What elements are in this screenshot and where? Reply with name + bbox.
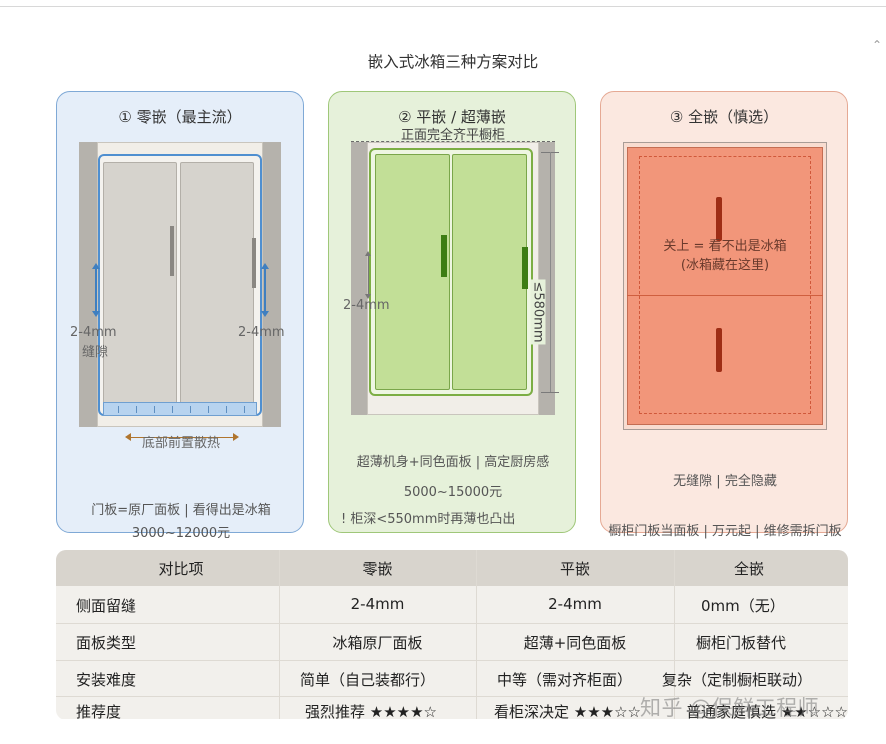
chevron-up-icon[interactable]: ⌃ bbox=[871, 38, 882, 52]
panel-price: 3000~12000元 bbox=[131, 526, 231, 541]
table-row-label: 安装难度 bbox=[76, 671, 137, 689]
door-handle bbox=[170, 226, 174, 276]
column-divider bbox=[279, 550, 280, 720]
panel-title: ③ 全嵌（慎选） bbox=[669, 108, 779, 126]
comparison-table: 对比项 零嵌 平嵌 全嵌 侧面留缝 2-4mm 2-4mm 0mm（无） 面板类… bbox=[56, 550, 848, 720]
row-divider bbox=[56, 696, 848, 697]
cabinet-handle-bottom bbox=[716, 328, 722, 372]
table-cell: 简单（自己装都行） bbox=[300, 671, 436, 689]
table-cell: 普通家庭慎选 ★★☆☆☆ bbox=[686, 703, 848, 720]
panel-desc: 门板=原厂面板 | 看得出是冰箱 bbox=[91, 503, 271, 518]
bottom-vent bbox=[103, 402, 257, 416]
top-divider bbox=[0, 6, 886, 7]
fridge-door-right bbox=[452, 154, 527, 390]
hidden-caption: 关上 = 看不出是冰箱 bbox=[663, 239, 787, 254]
hidden-caption-sub: (冰箱藏在这里) bbox=[680, 258, 770, 273]
column-divider bbox=[476, 550, 477, 720]
table-cell: 中等（需对齐柜面） bbox=[497, 671, 633, 689]
table-cell: 2-4mm bbox=[548, 595, 602, 613]
gap-label-right: 2-4mm bbox=[238, 325, 285, 340]
panel-desc: 无缝隙 | 完全隐藏 bbox=[673, 474, 777, 489]
fridge-door-left bbox=[103, 162, 177, 404]
table-cell: 0mm（无） bbox=[701, 597, 785, 615]
depth-line bbox=[550, 152, 551, 392]
door-handle bbox=[441, 235, 447, 277]
watermark: 知乎 @保鲜工程师 bbox=[640, 696, 820, 720]
table-fade bbox=[56, 719, 848, 744]
column-divider bbox=[674, 550, 675, 720]
fridge-door-left bbox=[375, 154, 450, 390]
table-cell: 超薄+同色面板 bbox=[523, 634, 627, 652]
table-cell: 橱柜门板替代 bbox=[696, 634, 787, 652]
left-cabinet-wall bbox=[351, 142, 369, 415]
gap-arrow bbox=[365, 251, 371, 299]
table-cell: 2-4mm bbox=[350, 595, 405, 613]
table-row-label: 侧面留缝 bbox=[76, 597, 137, 615]
fridge-door-right bbox=[180, 162, 254, 404]
door-handle bbox=[252, 238, 256, 288]
table-header bbox=[56, 550, 848, 586]
table-row-label: 面板类型 bbox=[76, 634, 137, 652]
flush-label: 正面完全齐平橱柜 bbox=[400, 128, 505, 143]
row-divider bbox=[56, 623, 848, 624]
page-title: 嵌入式冰箱三种方案对比 bbox=[367, 53, 539, 71]
table-header-cell: 零嵌 bbox=[362, 560, 393, 578]
flush-line bbox=[351, 141, 555, 142]
heat-arrow bbox=[125, 433, 239, 441]
door-split-line bbox=[627, 295, 823, 296]
table-cell: 看柜深决定 ★★★☆☆ bbox=[494, 703, 642, 720]
cabinet-door-panel bbox=[627, 147, 823, 425]
panel-title: ① 零嵌（最主流） bbox=[118, 108, 242, 126]
gap-label: 2-4mm bbox=[343, 298, 390, 313]
left-cabinet-wall bbox=[79, 142, 97, 427]
bottom-heat-label: 底部前置散热 bbox=[141, 436, 220, 451]
panel-title: ② 平嵌 / 超薄嵌 bbox=[398, 108, 506, 126]
panel-flush-embed: ② 平嵌 / 超薄嵌 正面完全齐平橱柜 2-4mm ≤580mm 超薄机身+同色… bbox=[328, 91, 576, 533]
door-handle bbox=[522, 247, 528, 289]
table-header-cell: 平嵌 bbox=[559, 560, 590, 578]
panel-price: 5000~15000元 bbox=[403, 485, 503, 500]
table-cell: 强烈推荐 ★★★★☆ bbox=[305, 703, 438, 720]
gap-label-left-sub: 缝隙 bbox=[82, 345, 109, 360]
row-divider bbox=[56, 660, 848, 661]
right-cabinet-wall bbox=[263, 142, 281, 427]
table-header-cell: 对比项 bbox=[158, 560, 204, 578]
gap-arrow-right bbox=[261, 263, 269, 317]
table-cell: 冰箱原厂面板 bbox=[332, 634, 423, 652]
table-cell: 复杂（定制橱柜联动） bbox=[662, 671, 813, 689]
table-row-label: 推荐度 bbox=[76, 703, 122, 720]
warning-note: ! 柜深<550mm时再薄也凸出 bbox=[341, 512, 516, 527]
panel-zero-embed: ① 零嵌（最主流） 2-4mm 缝隙 2-4mm 底部前置散热 门板=原厂面板 … bbox=[56, 91, 304, 541]
panel-price-desc: 橱柜门板当面板 | 万元起 | 维修需拆门板 bbox=[608, 524, 842, 539]
table-header-cell: 全嵌 bbox=[733, 560, 764, 578]
panel-full-embed: ③ 全嵌（慎选） 关上 = 看不出是冰箱 (冰箱藏在这里) 无缝隙 | 完全隐藏… bbox=[600, 91, 848, 539]
depth-tick-bottom bbox=[541, 392, 559, 393]
cabinet-handle-top bbox=[716, 197, 722, 241]
hidden-fridge-outline bbox=[639, 156, 811, 414]
panel-desc: 超薄机身+同色面板 | 高定厨房感 bbox=[356, 455, 550, 470]
gap-arrow-left bbox=[92, 263, 100, 317]
gap-label-left: 2-4mm bbox=[70, 325, 117, 340]
